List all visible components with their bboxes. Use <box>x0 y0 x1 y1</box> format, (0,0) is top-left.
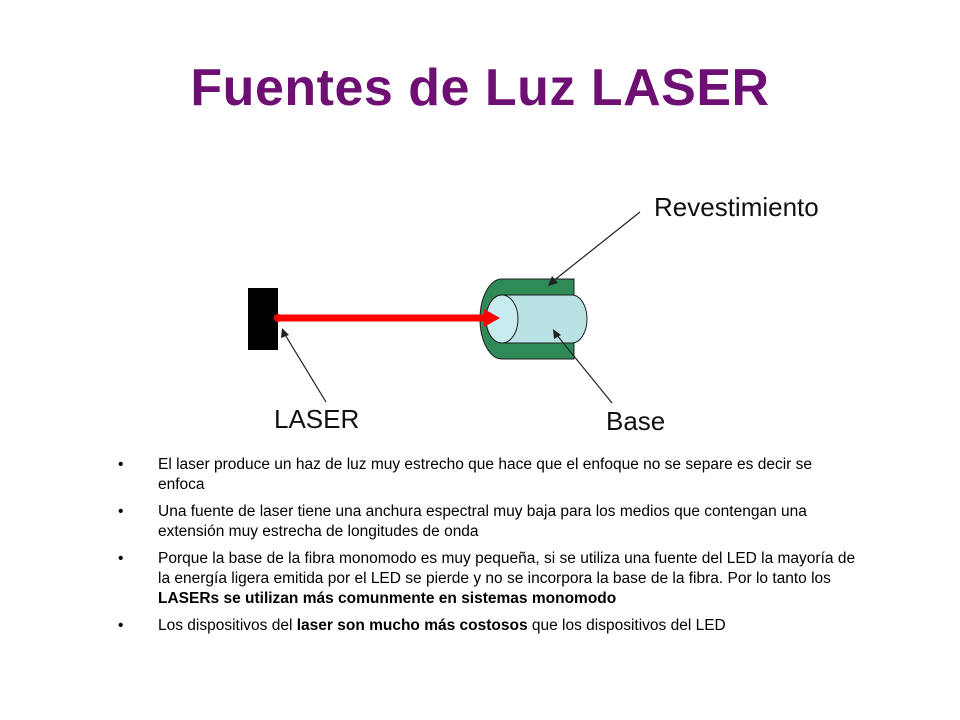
bullet-text-bold: LASERs se utilizan más comunmente en sis… <box>158 590 617 607</box>
label-laser: LASER <box>274 404 360 434</box>
pointer-revestimiento <box>551 211 641 283</box>
laser-source <box>248 288 278 350</box>
pointer-base-head <box>553 329 561 339</box>
bullet-text: que los dispositivos del LED <box>527 617 726 634</box>
bullet-text: Porque la base de la fibra monomodo es m… <box>158 550 856 587</box>
bullet-item: • El laser produce un haz de luz muy estr… <box>118 455 858 495</box>
bullet-marker: • <box>118 456 124 473</box>
pointer-base <box>555 333 613 404</box>
laser-emission-point <box>274 314 282 322</box>
pointer-laser <box>283 332 327 403</box>
bullet-item: • Porque la base de la fibra monomodo es … <box>118 549 858 609</box>
bullet-list: • El laser produce un haz de luz muy estr… <box>118 455 858 643</box>
laser-beam-arrowhead <box>484 309 500 327</box>
bullet-text: Una fuente de laser tiene una anchura es… <box>158 503 807 540</box>
pointer-revestimiento-head <box>548 276 558 286</box>
bullet-marker: • <box>118 503 124 520</box>
bullet-text: Los dispositivos del <box>158 617 297 634</box>
slide-title: Fuentes de Luz LASER <box>190 59 770 117</box>
label-revestimiento: Revestimiento <box>654 192 819 222</box>
bullet-text-bold: laser son mucho más costosos <box>296 617 528 634</box>
bullet-item: • Los dispositivos del laser son mucho má… <box>118 616 858 636</box>
label-base: Base <box>606 406 666 436</box>
bullet-item: • Una fuente de laser tiene una anchura e… <box>118 502 858 542</box>
bullet-marker: • <box>118 550 124 567</box>
bullet-marker: • <box>118 617 124 634</box>
pointer-laser-head <box>281 328 289 338</box>
bullet-text: El laser produce un haz de luz muy estre… <box>158 456 812 493</box>
